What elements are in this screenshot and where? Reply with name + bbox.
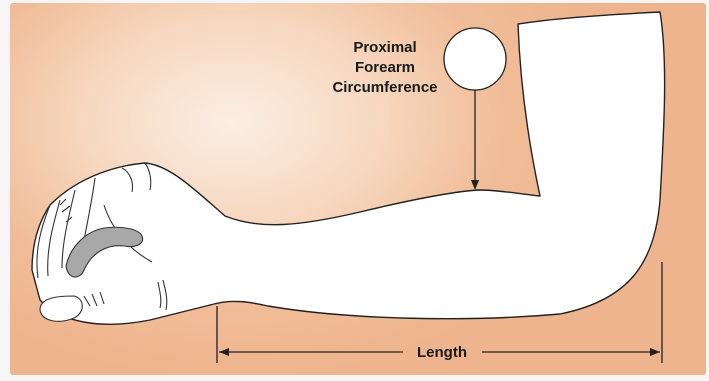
arm-outline [32,12,665,324]
length-arrowhead-left [219,348,229,356]
length-arrowhead-right [650,348,660,356]
circumference-label-line1: Proximal [353,39,416,56]
circumference-label-line2: Forearm [355,59,415,76]
thumb [40,296,82,321]
circumference-arrowhead [471,180,479,190]
circumference-label-line3: Circumference [332,79,437,96]
circumference-circle [444,28,506,90]
length-label: Length [417,344,467,361]
